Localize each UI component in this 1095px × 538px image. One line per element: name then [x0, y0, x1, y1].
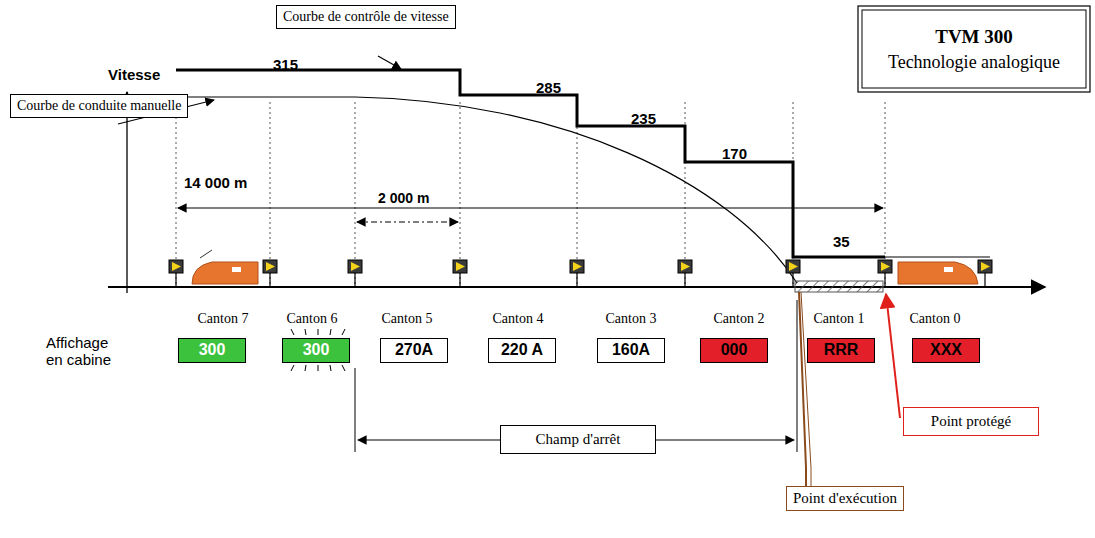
- speed-value: 315: [273, 56, 298, 73]
- zone-box: Champ d'arrêt: [500, 425, 656, 454]
- node-text: Courbe de contrôle de vitesse: [283, 9, 449, 25]
- train: [898, 262, 978, 284]
- point-box: Point d'exécution: [786, 486, 904, 511]
- node-text: 000: [721, 341, 748, 359]
- display-box: 160A: [597, 338, 665, 363]
- canton-label: Canton 1: [814, 311, 865, 327]
- display-box: RRR: [807, 338, 875, 363]
- text-label: Vitesse: [108, 66, 160, 83]
- text-label: Affichage en cabine: [46, 334, 124, 369]
- speed-value: 35: [833, 233, 850, 250]
- canton-label: Canton 3: [606, 311, 657, 327]
- node-text: RRR: [824, 341, 859, 359]
- display-box: 000: [700, 338, 768, 363]
- display-box: 220 A: [488, 338, 556, 363]
- title-text: TVM 300: [935, 26, 1013, 48]
- node-text: Point protégé: [910, 413, 1032, 430]
- text-label: 2 000 m: [378, 190, 429, 206]
- node-text: Champ d'arrêt: [507, 431, 649, 448]
- node-text: XXX: [930, 341, 962, 359]
- callout-box: Courbe de conduite manuelle: [10, 94, 188, 118]
- canton-label: Canton 5: [382, 311, 433, 327]
- callout-box: Courbe de contrôle de vitesse: [276, 5, 456, 29]
- canton-label: Canton 0: [910, 311, 961, 327]
- point-box: Point protégé: [903, 407, 1039, 436]
- speed-value: 285: [536, 79, 561, 96]
- node-text: 300: [199, 341, 226, 359]
- node-text: Point d'exécution: [793, 490, 897, 507]
- node-text: 220 A: [501, 341, 543, 359]
- node-text: 270A: [395, 341, 433, 359]
- node-text: 300: [303, 341, 330, 359]
- canton-label: Canton 2: [714, 311, 765, 327]
- display-box: 300: [178, 338, 246, 363]
- canton-label: Canton 4: [493, 311, 544, 327]
- display-box: 300: [282, 338, 350, 363]
- train: [192, 250, 258, 284]
- canton-label: Canton 7: [198, 311, 249, 327]
- node-text: Courbe de conduite manuelle: [17, 98, 181, 114]
- subtitle-text: Technologie analogique: [888, 52, 1060, 73]
- title-box: TVM 300Technologie analogique: [866, 14, 1082, 84]
- text-label: 14 000 m: [184, 174, 247, 191]
- display-box: XXX: [912, 338, 980, 363]
- speed-value: 170: [722, 145, 747, 162]
- speed-value: 235: [631, 110, 656, 127]
- node-text: 160A: [612, 341, 650, 359]
- display-box: 270A: [380, 338, 448, 363]
- canton-label: Canton 6: [287, 311, 338, 327]
